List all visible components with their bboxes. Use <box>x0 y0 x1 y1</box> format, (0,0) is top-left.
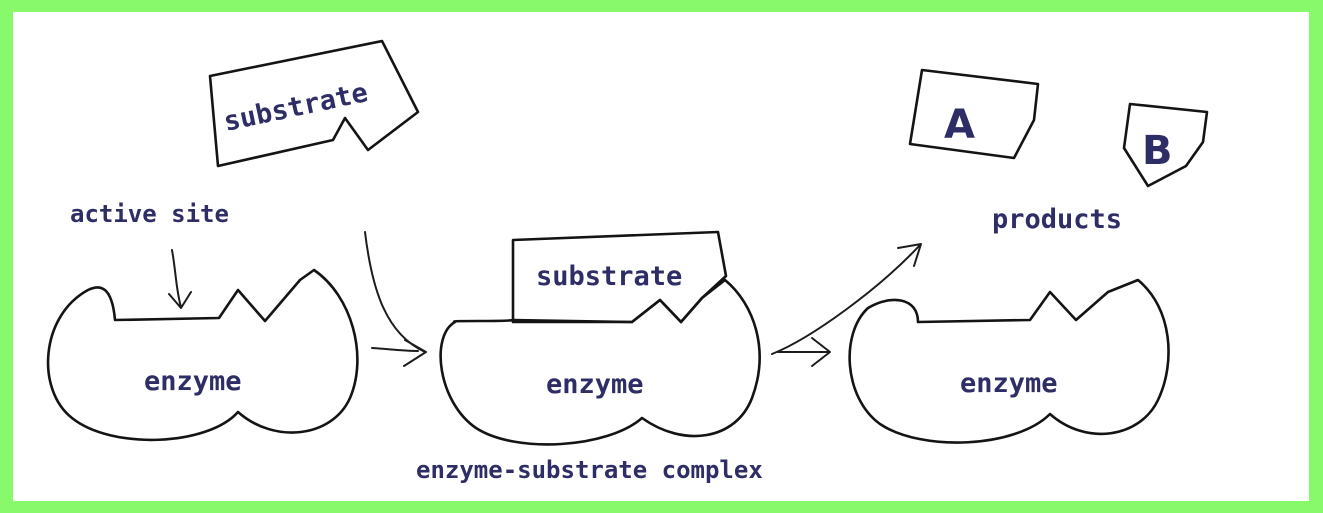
complex-label: enzyme-substrate complex <box>416 456 763 484</box>
enzyme-shape-left <box>46 268 359 442</box>
substrate-label-free: substrate <box>221 77 371 138</box>
product-a-shape <box>908 68 1040 160</box>
products-label: products <box>992 204 1122 235</box>
release-arrow-upper <box>771 243 922 355</box>
enzyme-label-right: enzyme <box>960 368 1058 399</box>
product-b-label: B <box>1142 128 1173 174</box>
active-site-pointer-arrow <box>168 249 192 309</box>
product-a-label: A <box>944 102 975 148</box>
product-b-shape <box>1122 102 1209 188</box>
diagram-canvas: substrate active site enzyme substrate e… <box>13 12 1309 501</box>
enzyme-shape-middle <box>439 278 761 446</box>
substrate-label-bound: substrate <box>536 261 682 292</box>
enzyme-label-left: enzyme <box>144 366 242 397</box>
release-arrow-lower <box>777 337 831 367</box>
left-to-middle-arrow <box>371 347 419 352</box>
substrate-shape-bound <box>511 230 728 324</box>
active-site-label: active site <box>70 200 229 228</box>
enzyme-label-middle: enzyme <box>546 369 644 400</box>
binding-arrow <box>364 231 427 367</box>
substrate-shape-free <box>208 39 420 168</box>
enzyme-shape-right <box>848 278 1170 444</box>
enzyme-action-diagram: substrate active site enzyme substrate e… <box>46 39 1209 484</box>
